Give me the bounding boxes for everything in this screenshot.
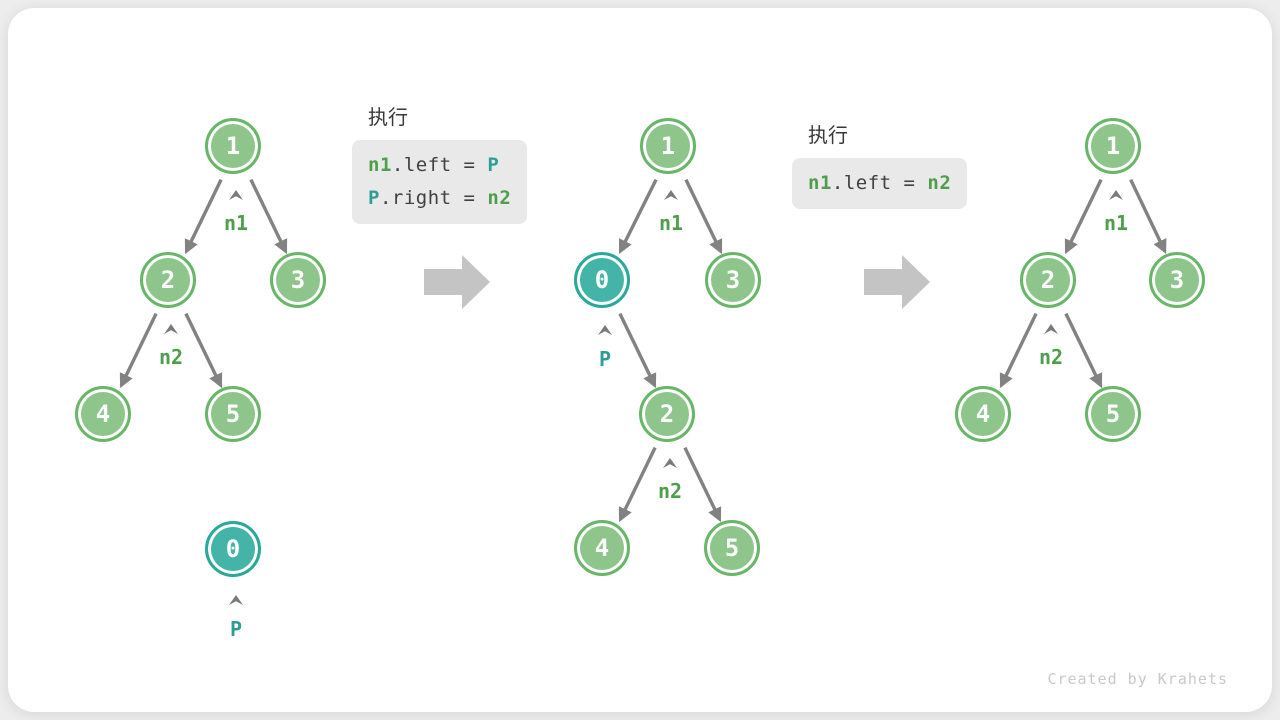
code-token-n1: n1: [368, 154, 392, 176]
code-token-n2: n2: [927, 172, 952, 194]
pointer-label-n1: n1: [1103, 211, 1129, 235]
code-line: P.right = n2: [368, 182, 511, 215]
transition-arrow-icon: [424, 255, 490, 309]
code-token-p: P: [487, 154, 500, 176]
caret-up-icon: [663, 458, 677, 468]
transition-arrow-icon: [864, 255, 930, 309]
code-token: .left =: [831, 172, 928, 194]
caret-up-icon: [229, 595, 243, 605]
tree-node: 5: [1085, 386, 1141, 442]
tree-node-p: 0: [574, 252, 630, 308]
tree-final-edges: [999, 178, 1167, 389]
pointer-label-n2: n2: [657, 479, 683, 503]
pointer-label-n1: n1: [658, 211, 684, 235]
tree-node: 1: [205, 118, 261, 174]
watermark-credit: Created by Krahets: [1047, 670, 1228, 688]
edge-2-5: [184, 312, 223, 389]
tree-node: 1: [640, 118, 696, 174]
edge-1-0: [618, 178, 658, 255]
pointer-label-p: P: [598, 347, 612, 371]
edge-2-5: [1064, 312, 1103, 389]
code-token-n1: n1: [808, 172, 832, 194]
edge-1-2: [1064, 178, 1103, 255]
edge-2-4: [618, 446, 657, 523]
pointer-label-n1: n1: [223, 211, 249, 235]
tree-final: 1 2 3 4 5 n1 n2: [948, 108, 1268, 488]
edge-0-2: [618, 312, 657, 389]
code-line: n1.left = n2: [808, 167, 951, 200]
code-line: n1.left = P: [368, 149, 511, 182]
pointer-label-p: P: [229, 617, 243, 641]
diagram-canvas: 1 2 3 4 5 0 n1 n2 P 执行 n1.left = P P.rig…: [8, 8, 1272, 712]
edge-1-3: [1129, 178, 1167, 254]
code-token: .left =: [391, 154, 488, 176]
tree-node: 4: [955, 386, 1011, 442]
tree-node: 5: [704, 520, 760, 576]
tree-node: 2: [1020, 252, 1076, 308]
caret-up-icon: [229, 190, 243, 200]
tree-initial-edges: [119, 178, 288, 389]
tree-intermediate: 1 0 3 2 4 5 n1 P n2: [538, 108, 838, 688]
tree-node: 4: [574, 520, 630, 576]
edge-1-3: [249, 178, 288, 255]
step1-heading: 执行: [368, 105, 408, 129]
tree-node-p: 0: [205, 521, 261, 577]
code-token-n2: n2: [487, 187, 512, 209]
tree-node: 3: [1149, 252, 1205, 308]
code-token-p: P: [368, 187, 380, 209]
caret-up-icon: [598, 325, 612, 335]
step2-heading: 执行: [808, 123, 848, 147]
tree-node: 2: [639, 386, 695, 442]
caret-up-icon: [1044, 324, 1058, 334]
tree-initial: 1 2 3 4 5 0 n1 n2 P: [68, 108, 388, 688]
code-token: .right =: [379, 187, 488, 209]
tree-node: 5: [205, 386, 261, 442]
tree-intermediate-edges: [618, 178, 723, 523]
edge-1-3: [684, 178, 723, 255]
caret-up-icon: [664, 190, 678, 200]
tree-node: 1: [1085, 118, 1141, 174]
tree-node: 2: [140, 252, 196, 308]
edge-1-2: [184, 178, 223, 255]
caret-up-icon: [1109, 190, 1123, 200]
caret-up-icon: [164, 324, 178, 334]
step1-code-block: n1.left = P P.right = n2: [352, 140, 528, 224]
edge-2-5: [683, 446, 722, 523]
tree-node: 3: [705, 252, 761, 308]
edge-2-4: [999, 312, 1038, 389]
tree-node: 4: [75, 386, 131, 442]
edge-2-4: [119, 312, 158, 389]
pointer-label-n2: n2: [158, 345, 184, 369]
pointer-label-n2: n2: [1038, 345, 1064, 369]
step2-code-block: n1.left = n2: [792, 158, 968, 209]
tree-node: 3: [270, 252, 326, 308]
